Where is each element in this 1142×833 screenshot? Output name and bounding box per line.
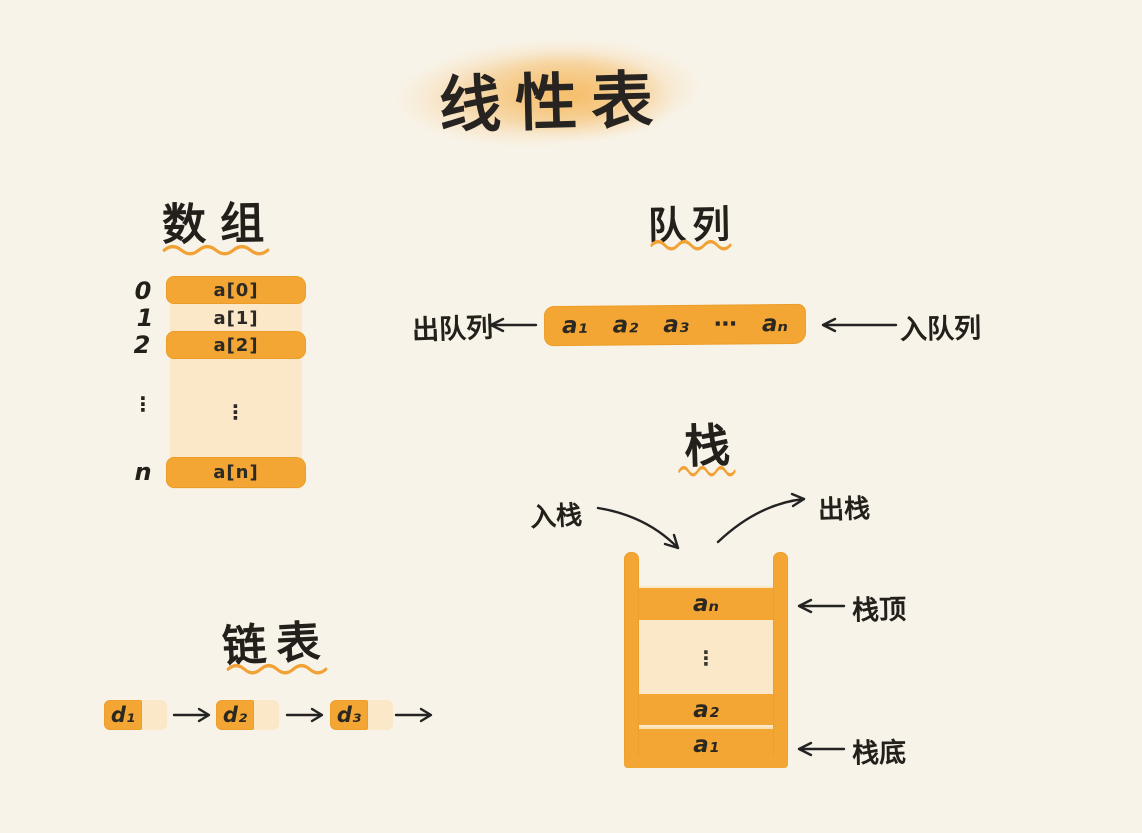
array-cell-0: a[0] <box>166 276 306 304</box>
queue-item-3: a₃ <box>663 311 690 339</box>
linked-list-arrow-2 <box>285 707 324 723</box>
page-title: 线性表 <box>438 63 669 142</box>
linked-list-heading-underline <box>226 663 328 675</box>
enqueue-label: 入队列 <box>899 313 982 346</box>
linked-list-arrow-1 <box>172 707 211 723</box>
linked-list-node-2-pointer <box>254 700 279 730</box>
stack-top-label: 栈顶 <box>851 594 907 627</box>
array-index-dots: ⋮ <box>133 392 153 416</box>
linked-list-node-1-data: d₁ <box>104 700 142 730</box>
stack-left-wall <box>624 552 639 768</box>
stack-cell-top: aₙ <box>639 588 773 620</box>
pop-label: 出栈 <box>817 494 871 526</box>
queue-item-2: a₂ <box>612 312 639 339</box>
linked-list-node-2-data: d₂ <box>216 700 254 730</box>
linked-list-node-3-data: d₃ <box>330 700 368 730</box>
array-index-0: 0 <box>134 277 152 305</box>
array-index-2: 2 <box>133 331 151 359</box>
stack-cell-a2: a₂ <box>639 694 773 725</box>
linked-list-node-1: d₁ <box>104 700 167 730</box>
stack-top-arrow <box>797 598 846 614</box>
array-cell-1: a[1] <box>213 307 259 329</box>
linked-list-node-1-pointer <box>142 700 167 730</box>
stack-container: aₙ ⋮ a₂ a₁ <box>624 552 788 768</box>
queue-item-1: a₁ <box>561 312 588 339</box>
linked-list-arrow-3 <box>394 707 433 723</box>
stack-heading-underline <box>678 465 736 477</box>
array-cell-n: a[n] <box>166 457 306 488</box>
dequeue-label: 出队列 <box>411 312 494 347</box>
queue-item-ellipsis: ⋯ <box>713 311 738 338</box>
linked-list-node-3: d₃ <box>330 700 393 730</box>
linked-list-node-3-pointer <box>368 700 393 730</box>
queue-heading-underline <box>650 239 732 251</box>
push-label: 入栈 <box>529 500 583 534</box>
array-heading-underline <box>162 244 270 256</box>
stack-right-wall <box>773 552 788 768</box>
stack-cell-a1: a₁ <box>639 727 773 760</box>
array-cell-dots: ⋮ <box>225 400 247 424</box>
linked-list-node-2: d₂ <box>216 700 279 730</box>
stack-bottom-arrow <box>797 741 846 757</box>
queue-bar: a₁ a₂ a₃ ⋯ aₙ <box>543 303 807 347</box>
stack-bottom-label: 栈底 <box>851 737 907 770</box>
array-column-background <box>170 277 302 489</box>
enqueue-arrow <box>821 317 898 333</box>
array-cell-2: a[2] <box>166 331 306 359</box>
stack-cell-dots: ⋮ <box>639 626 773 690</box>
dequeue-arrow <box>489 317 538 333</box>
push-arrow <box>596 506 680 550</box>
queue-item-n: aₙ <box>761 311 789 338</box>
array-index-1: 1 <box>136 304 154 332</box>
pop-arrow <box>716 492 806 544</box>
array-index-n: n <box>134 458 152 486</box>
